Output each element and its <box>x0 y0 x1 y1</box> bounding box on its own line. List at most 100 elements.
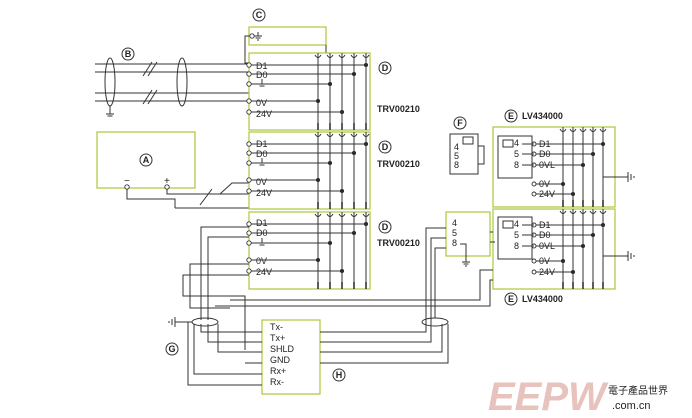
bus-arc <box>589 128 597 132</box>
cable-g: G <box>165 226 493 386</box>
terminal-pin <box>246 177 252 183</box>
svg-text:24V: 24V <box>256 109 272 119</box>
svg-text:C: C <box>256 10 263 20</box>
bus-arc <box>362 54 370 58</box>
box-h-interface: Tx- Tx+ SHLD GND Rx+ Rx- H <box>261 319 346 395</box>
trv-model-1: TRV00210 <box>377 104 420 114</box>
lv-module-1: E LV434000 4 5 8 D1 D0 0VL 0V 24V <box>492 109 616 208</box>
bus-arc <box>579 128 587 132</box>
bus-arc <box>314 213 322 217</box>
svg-text:24V: 24V <box>256 267 272 277</box>
bus-arc <box>599 210 607 214</box>
svg-text:G: G <box>168 344 175 354</box>
watermark-url: .com.cn <box>612 400 651 412</box>
trv-model-2: TRV00210 <box>377 159 420 169</box>
lv-model-2: LV434000 <box>522 294 563 304</box>
callout-e-1 <box>504 109 518 123</box>
svg-text:D1: D1 <box>256 218 268 228</box>
callout-h <box>332 368 346 382</box>
callout-g <box>165 342 179 356</box>
terminal-pin <box>246 221 252 227</box>
box-f-rj45: F 4 5 8 <box>449 116 485 175</box>
terminal-pin <box>531 181 537 187</box>
svg-text:4: 4 <box>514 219 519 229</box>
bus-arc <box>326 213 334 217</box>
svg-text:0V: 0V <box>256 98 267 108</box>
svg-text:0V: 0V <box>256 256 267 266</box>
trv-module-1: D1 D0 0V 24V TRV00210 D <box>248 52 420 131</box>
bus-arc <box>599 128 607 132</box>
svg-text:5: 5 <box>454 151 459 161</box>
rj-connector: 4 5 8 <box>445 211 495 267</box>
svg-text:8: 8 <box>514 241 519 251</box>
callout-d-2 <box>378 140 392 154</box>
terminal-pin <box>246 141 252 147</box>
svg-text:E: E <box>508 111 514 121</box>
terminal-pin <box>531 269 537 275</box>
svg-text:H: H <box>336 370 343 380</box>
svg-text:E: E <box>508 294 514 304</box>
svg-text:Tx+: Tx+ <box>270 333 285 343</box>
bus-arc <box>326 133 334 137</box>
bus-arc <box>559 128 567 132</box>
bus-arc <box>569 210 577 214</box>
lv-module-2: 4 5 8 D1 D0 0VL 0V 24V E LV434000 <box>492 208 616 306</box>
svg-text:5: 5 <box>514 230 519 240</box>
callout-d-1 <box>378 61 392 75</box>
terminal-pin <box>246 71 252 77</box>
earth-icon <box>254 32 262 41</box>
trv-model-3: TRV00210 <box>377 238 420 248</box>
svg-text:4: 4 <box>514 138 519 148</box>
svg-text:8: 8 <box>514 160 519 170</box>
watermark-logo: EEPW <box>488 375 609 418</box>
lv-model-1: LV434000 <box>522 111 563 121</box>
terminal-pin <box>246 230 252 236</box>
svg-text:0V: 0V <box>256 177 267 187</box>
svg-text:D: D <box>382 222 389 232</box>
terminal-pin <box>246 81 252 87</box>
svg-text:D1: D1 <box>256 61 268 71</box>
bus-arc <box>569 128 577 132</box>
power-minus: − <box>124 176 130 187</box>
bus-arc <box>326 54 334 58</box>
bus-arc <box>338 213 346 217</box>
bus-arc <box>350 213 358 217</box>
svg-text:4: 4 <box>452 218 457 228</box>
bus-arc <box>338 54 346 58</box>
lv-pins <box>522 127 635 289</box>
svg-text:4: 4 <box>454 142 459 152</box>
trv-bus <box>251 53 370 289</box>
svg-text:SHLD: SHLD <box>270 344 295 354</box>
svg-text:Rx+: Rx+ <box>270 366 286 376</box>
bus-arc <box>362 133 370 137</box>
bus-arc <box>362 213 370 217</box>
callout-c <box>252 8 266 22</box>
terminal-pin <box>246 240 252 246</box>
bus-arc <box>314 133 322 137</box>
terminal-pin <box>246 150 252 156</box>
terminal-pin <box>246 268 252 274</box>
callout-d-3 <box>378 220 392 234</box>
svg-text:A: A <box>143 155 150 165</box>
rj45-latch-icon <box>462 136 474 145</box>
svg-text:GND: GND <box>270 355 291 365</box>
bus-arc <box>338 133 346 137</box>
terminal-pin <box>531 258 537 264</box>
callout-a <box>139 153 153 167</box>
svg-text:Tx-: Tx- <box>270 322 283 332</box>
bus-arc <box>350 133 358 137</box>
watermark-cn: 電子產品世界 <box>608 384 668 397</box>
terminal-pin <box>246 188 252 194</box>
trv-pins <box>246 62 266 274</box>
terminal-pin <box>531 191 537 197</box>
terminal-pin <box>246 98 252 104</box>
svg-text:8: 8 <box>454 160 459 170</box>
svg-text:B: B <box>125 49 132 59</box>
svg-text:24V: 24V <box>256 188 272 198</box>
watermark: EEPW 電子產品世界 .com.cn <box>488 375 668 418</box>
svg-text:D: D <box>382 63 389 73</box>
svg-text:F: F <box>457 118 463 128</box>
svg-text:D: D <box>382 142 389 152</box>
